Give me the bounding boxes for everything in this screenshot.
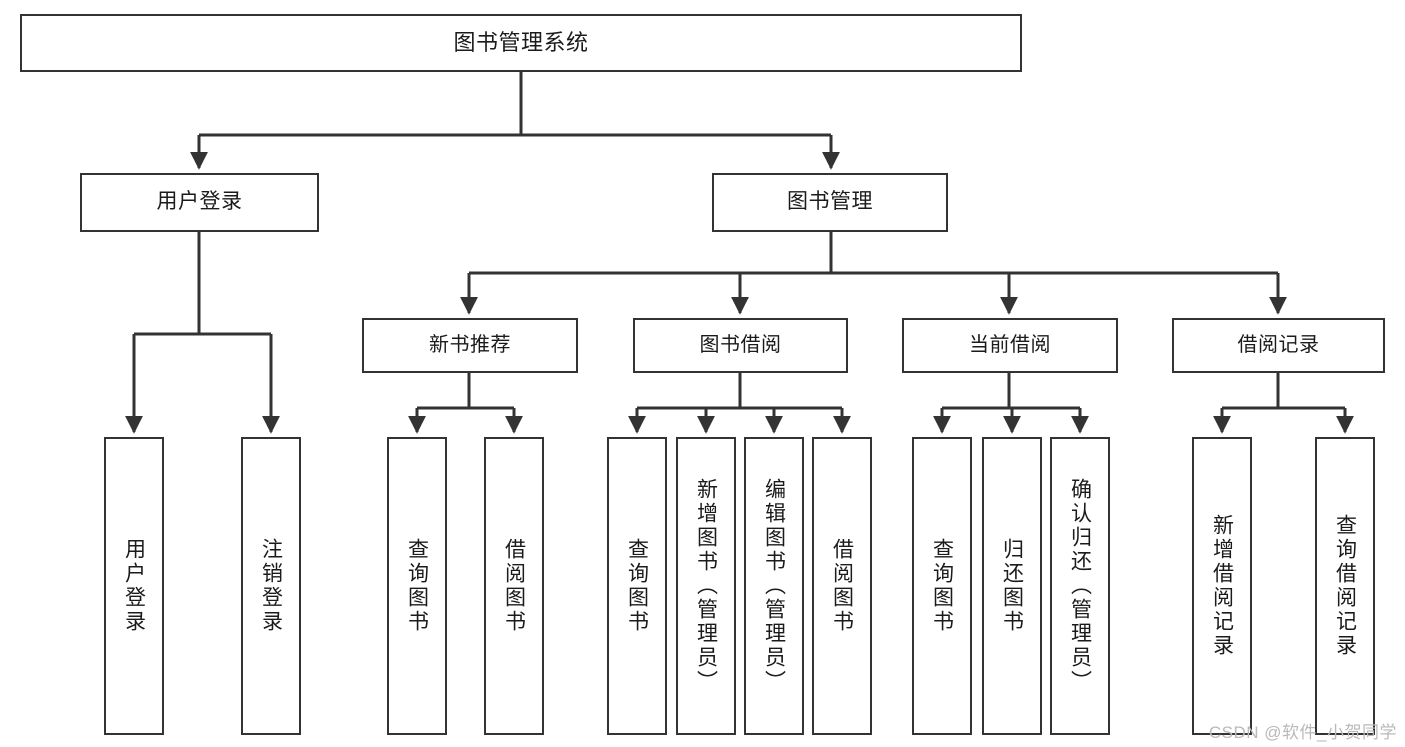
node-user-login[interactable]: 用户登录 (80, 173, 319, 232)
node-leaf-query-book-3[interactable]: 查询图书 (912, 437, 972, 735)
node-leaf-add-record[interactable]: 新增借阅记录 (1192, 437, 1252, 735)
node-leaf-borrow-book-1-label: 借阅图书 (502, 538, 526, 634)
node-leaf-confirm-return[interactable]: 确认归还（管理员） (1050, 437, 1110, 735)
node-leaf-user-logout-label: 注销登录 (259, 538, 283, 634)
node-root-label: 图书管理系统 (453, 30, 589, 56)
node-leaf-query-book-1-label: 查询图书 (405, 538, 429, 634)
node-leaf-edit-book[interactable]: 编辑图书（管理员） (744, 437, 804, 735)
node-borrow-record[interactable]: 借阅记录 (1172, 318, 1385, 373)
node-leaf-query-record-label: 查询借阅记录 (1333, 514, 1357, 658)
node-leaf-borrow-book-1[interactable]: 借阅图书 (484, 437, 544, 735)
node-user-login-label: 用户登录 (156, 190, 243, 214)
node-leaf-add-book-label: 新增图书（管理员） (694, 478, 718, 694)
node-leaf-query-book-2-label: 查询图书 (625, 538, 649, 634)
node-leaf-user-logout[interactable]: 注销登录 (241, 437, 301, 735)
node-leaf-return-book-label: 归还图书 (1000, 538, 1024, 634)
csdn-watermark: CSDN @软件_小贺同学 (1208, 723, 1397, 742)
node-leaf-user-login-label: 用户登录 (122, 538, 146, 634)
node-new-book-rec-label: 新书推荐 (429, 334, 511, 356)
node-leaf-user-login[interactable]: 用户登录 (104, 437, 164, 735)
node-leaf-query-book-2[interactable]: 查询图书 (607, 437, 667, 735)
node-root[interactable]: 图书管理系统 (20, 14, 1022, 72)
node-book-borrow[interactable]: 图书借阅 (633, 318, 848, 373)
node-leaf-edit-book-label: 编辑图书（管理员） (762, 478, 786, 694)
node-book-borrow-label: 图书借阅 (699, 334, 782, 356)
node-leaf-add-record-label: 新增借阅记录 (1210, 514, 1234, 658)
node-new-book-rec[interactable]: 新书推荐 (362, 318, 578, 373)
node-leaf-query-book-3-label: 查询图书 (930, 538, 954, 634)
node-current-borrow[interactable]: 当前借阅 (902, 318, 1118, 373)
node-current-borrow-label: 当前借阅 (969, 334, 1051, 356)
node-leaf-return-book[interactable]: 归还图书 (982, 437, 1042, 735)
node-book-manage[interactable]: 图书管理 (712, 173, 948, 232)
node-leaf-query-book-1[interactable]: 查询图书 (387, 437, 447, 735)
node-borrow-record-label: 借阅记录 (1237, 334, 1320, 356)
node-leaf-add-book[interactable]: 新增图书（管理员） (676, 437, 736, 735)
node-leaf-borrow-book-2[interactable]: 借阅图书 (812, 437, 872, 735)
node-leaf-confirm-return-label: 确认归还（管理员） (1068, 478, 1092, 694)
node-leaf-query-record[interactable]: 查询借阅记录 (1315, 437, 1375, 735)
node-leaf-borrow-book-2-label: 借阅图书 (830, 538, 854, 634)
node-book-manage-label: 图书管理 (787, 190, 873, 214)
